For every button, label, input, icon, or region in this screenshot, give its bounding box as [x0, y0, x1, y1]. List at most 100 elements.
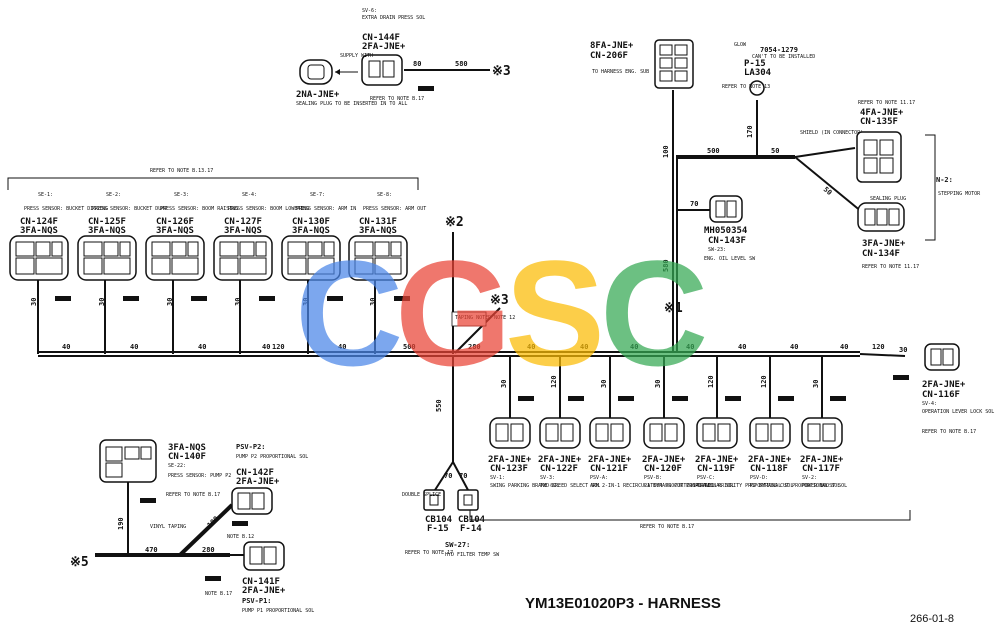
- sol-type: 2FA-JNE+: [642, 455, 686, 465]
- right-group-bracket: [469, 510, 911, 521]
- cn116-note: REFER TO NOTE B.17: [922, 429, 976, 435]
- sensor-len: 30: [98, 298, 106, 306]
- connector-cavity: [930, 348, 942, 366]
- rseg-8: 120: [872, 343, 885, 351]
- sensor-cn: CN-131F: [359, 217, 397, 227]
- sensor-type: 3FA-NQS: [20, 226, 58, 236]
- cn135-cn: CN-135F: [860, 117, 898, 127]
- cb1: CB104: [425, 515, 453, 525]
- cn116-desc: OPERATION LEVER LOCK SOL: [922, 409, 994, 415]
- sensor-type: 3FA-NQS: [292, 226, 330, 236]
- arrow-head-icon: [335, 69, 340, 75]
- se22: SE-22:: [168, 463, 186, 469]
- sol-desc: SWING PARKING BRAKE SOL: [490, 483, 559, 489]
- label-tag: [893, 375, 909, 380]
- connector-cavity: [15, 241, 35, 257]
- connector-cavity: [287, 241, 307, 257]
- connector-cavity: [726, 200, 737, 218]
- sol-len: 30: [812, 380, 820, 388]
- label-tag: [327, 296, 343, 301]
- connector-cavity: [323, 241, 335, 257]
- rseg-7: 40: [840, 343, 848, 351]
- taping-box: [451, 311, 487, 327]
- connector-cavity: [545, 423, 559, 442]
- connector-cavity: [249, 546, 263, 565]
- sol-type: 2FA-JNE+: [748, 455, 792, 465]
- label-tag: [394, 296, 410, 301]
- sol-sv: PSV-B:: [644, 475, 662, 481]
- connector-cavity: [879, 139, 894, 156]
- cb1-f: F-15: [427, 524, 449, 534]
- rseg-2: 40: [580, 343, 588, 351]
- connector-cavity: [15, 257, 35, 275]
- cn206-cn: CN-206F: [590, 51, 628, 61]
- watermark-letter: C: [295, 229, 403, 397]
- note-b2: NOTE B.17: [205, 591, 232, 597]
- sol-sv: PSV-C:: [697, 475, 715, 481]
- label-tag: [140, 498, 156, 503]
- len-170: 170: [746, 125, 754, 138]
- connector-cavity: [864, 208, 876, 226]
- sensor-cn: CN-127F: [224, 217, 262, 227]
- connector-cavity: [510, 423, 524, 442]
- sol-desc: ARM 2-IN-1 RECIRCULATION PROPORTIONAL SO…: [590, 483, 713, 489]
- rseg-3: 40: [630, 343, 638, 351]
- ref-1: ※1: [664, 301, 683, 316]
- connector-cavity: [390, 241, 402, 257]
- connector-cavity: [140, 446, 152, 460]
- sealing-plug-label: SEALING PLUG: [870, 196, 906, 202]
- ref-5: ※5: [70, 555, 89, 570]
- connector-cavity: [103, 257, 131, 275]
- sol-len: 30: [654, 380, 662, 388]
- connector-cavity: [374, 241, 390, 257]
- sensor-cn: CN-126F: [156, 217, 194, 227]
- sol-cn: CN-117F: [802, 464, 840, 474]
- sol-cn: CN-120F: [644, 464, 682, 474]
- connector-cavity: [103, 241, 119, 257]
- extra-type: 2FA-JNE+: [362, 42, 406, 52]
- connector-cavity: [354, 241, 374, 257]
- connector-cavity: [187, 241, 199, 257]
- sol-cn: CN-119F: [697, 464, 735, 474]
- sensor-desc: PRESS SENSOR: ARM IN: [296, 206, 356, 212]
- cn116-cn: CN-116F: [922, 390, 960, 400]
- connector-cavity: [674, 44, 688, 56]
- connector-cavity: [219, 241, 239, 257]
- label-tag: [830, 396, 846, 401]
- wire-cb104-f14: [452, 461, 469, 491]
- ref-3-top: ※3: [492, 64, 511, 79]
- connector-cavity: [664, 423, 678, 442]
- connector-cavity: [770, 423, 784, 442]
- sensor-desc: PRESS SENSOR: BUCKET DIGGING: [24, 206, 108, 212]
- cn140-type: 3FA-NQS: [168, 443, 206, 453]
- sensor-desc: PRESS SENSOR: BOOM LOWERING: [228, 206, 309, 212]
- connector-cavity: [717, 423, 731, 442]
- sol-cn: CN-122F: [540, 464, 578, 474]
- label-tag: [418, 86, 434, 91]
- sensor-se: SE-3:: [174, 192, 189, 198]
- cn135-note: REFER TO NOTE 11.17: [858, 100, 915, 106]
- watermark-letter: S: [505, 229, 605, 397]
- psv-p1-desc: PUMP P1 PROPORTIONAL SOL: [242, 608, 314, 614]
- sol-cn: CN-123F: [490, 464, 528, 474]
- sol-sv: SV-3:: [540, 475, 555, 481]
- sol-len: 30: [500, 380, 508, 388]
- taping-label: TAPING NOTED NOTE 12: [455, 315, 515, 321]
- sw23-label: SW-23:: [708, 247, 726, 253]
- wire-cn134: [794, 156, 863, 213]
- psv-p1: PSV-P1:: [242, 597, 272, 605]
- connector-cn116: 2FA-JNE+ CN-116F SV-4: OPERATION LEVER L…: [893, 343, 994, 435]
- connector-cavity: [354, 257, 374, 275]
- ref-3-mid: ※3: [490, 293, 509, 308]
- seg-3: 40: [198, 343, 206, 351]
- connector-cavity: [368, 60, 381, 78]
- seg-2: 40: [130, 343, 138, 351]
- label-tag: [725, 396, 741, 401]
- right-group-note: REFER TO NOTE B.17: [640, 524, 694, 530]
- seg-6: 40: [338, 343, 346, 351]
- sensor-cn: CN-124F: [20, 217, 58, 227]
- sensor-cn: CN-130F: [292, 217, 330, 227]
- sensor-se: SE-1:: [38, 192, 53, 198]
